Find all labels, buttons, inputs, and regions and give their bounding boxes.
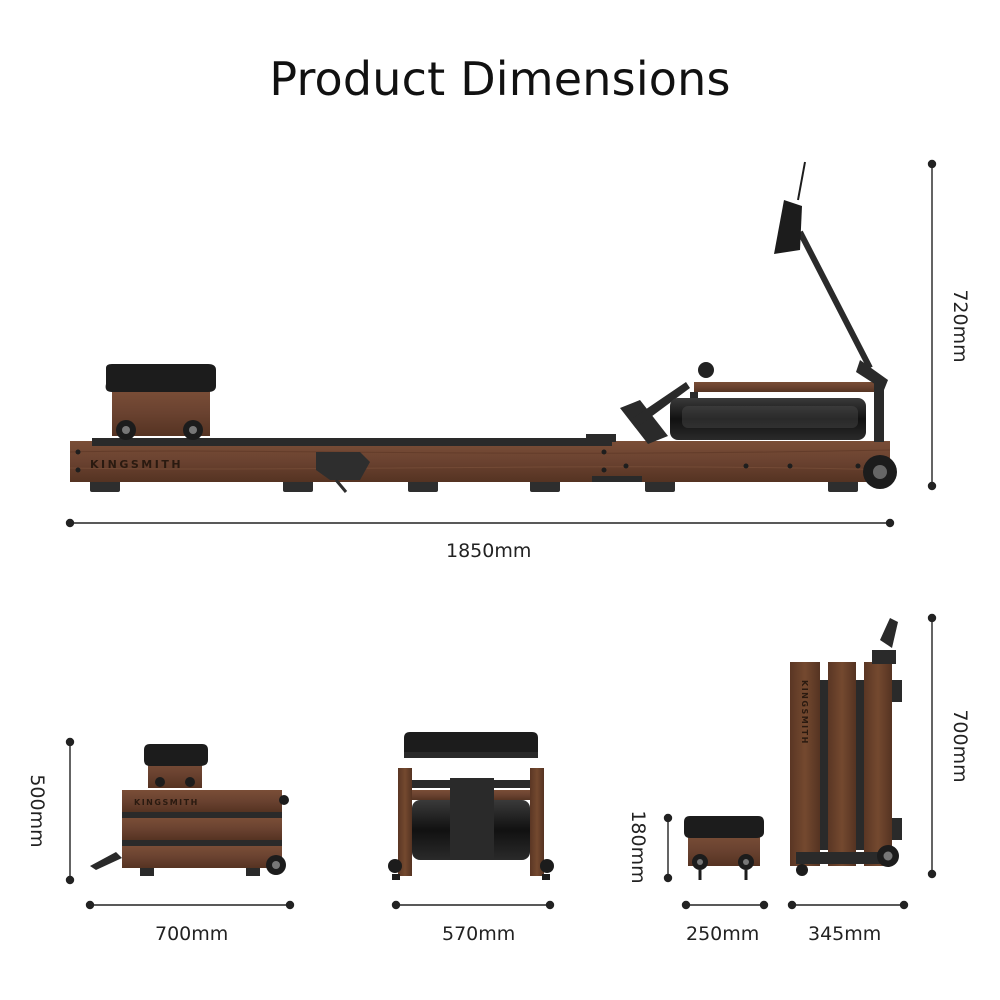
- brand-logo-vertical: KINGSMITH: [800, 680, 809, 745]
- footrest: [586, 382, 690, 482]
- rail-feet: [90, 480, 858, 492]
- brand-logo: KINGSMITH: [90, 458, 183, 471]
- label-seat-height: 180mm: [627, 810, 649, 884]
- dimension-lines-folded: [65, 737, 295, 910]
- page-title: Product Dimensions: [269, 52, 731, 106]
- label-full-height: 720mm: [949, 289, 971, 363]
- rower-side-view: KINGSMITH: [69, 161, 897, 493]
- dimension-lines-top: [65, 159, 937, 528]
- label-full-length: 1850mm: [446, 540, 532, 562]
- seat-track: [92, 438, 612, 446]
- brand-logo-small: KINGSMITH: [134, 798, 199, 807]
- label-seat-width: 250mm: [686, 923, 760, 945]
- monitor-holder: [774, 200, 802, 254]
- sliding-seat: [105, 364, 216, 440]
- seat-standalone: [684, 816, 764, 880]
- front-view: [388, 732, 554, 880]
- dimension-lines-right: [663, 613, 937, 910]
- monitor-arm: [774, 161, 888, 390]
- label-folded-length: 700mm: [155, 923, 229, 945]
- dimension-lines-front: [391, 900, 555, 910]
- label-front-width: 570mm: [442, 923, 516, 945]
- label-folded-height: 500mm: [26, 774, 48, 848]
- label-upright-depth: 345mm: [808, 923, 882, 945]
- water-tank: [670, 362, 884, 442]
- label-upright-height: 700mm: [949, 709, 971, 783]
- hinge-plate: [316, 452, 370, 480]
- folded-side-view: KINGSMITH: [90, 744, 289, 876]
- wooden-rail: [70, 441, 890, 482]
- upright-storage-view: KINGSMITH: [790, 618, 902, 876]
